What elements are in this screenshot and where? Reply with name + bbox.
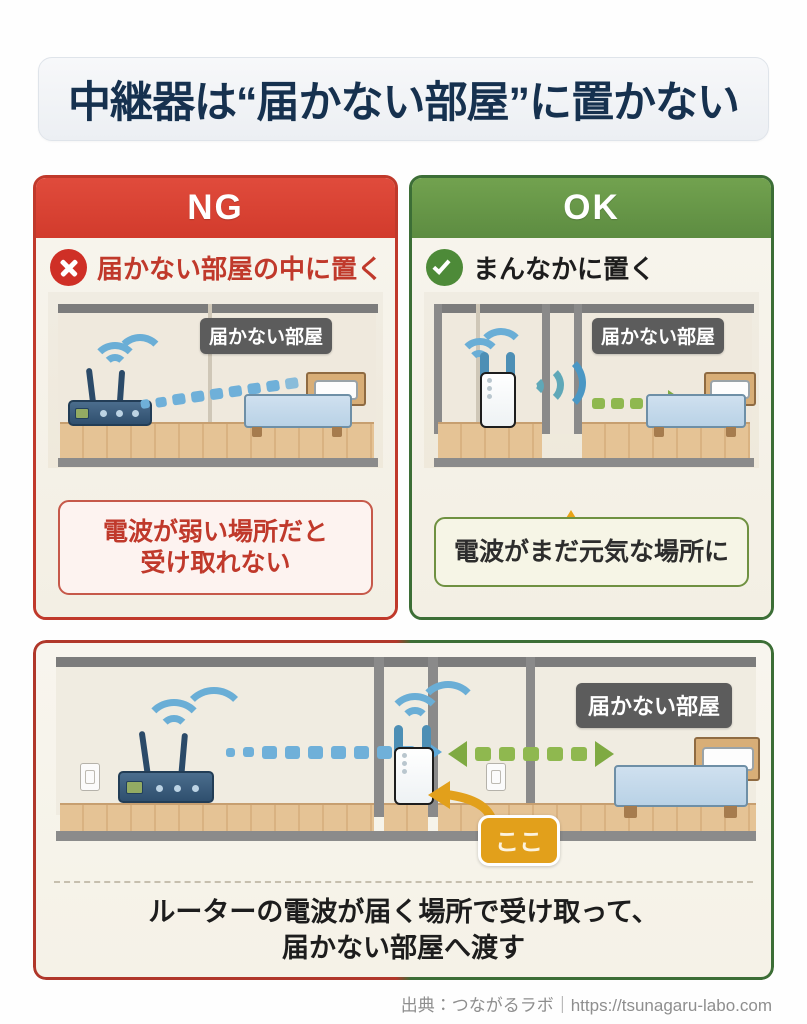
wifi-repeater-device: [476, 352, 522, 428]
check-mark-icon: [426, 249, 463, 286]
source-footer: 出典：つながるラボ｜https://tsunagaru-labo.com: [400, 996, 772, 1015]
ng-panel: NG 届かない部屋の中に置く: [33, 175, 398, 620]
router-device: [118, 730, 218, 803]
bottom-caption-line-2: 届かない部屋へ渡す: [282, 932, 525, 963]
bed-illustration: [244, 372, 368, 438]
ng-caption-line-2: 受け取れない: [140, 548, 291, 577]
ng-panel-body: 届かない部屋の中に置く: [36, 238, 395, 617]
room-label-badge: 届かない部屋: [592, 318, 725, 354]
wifi-waves-icon: [522, 348, 592, 414]
wifi-waves-icon: [446, 324, 526, 380]
room-label-badge: 届かない部屋: [576, 683, 733, 728]
ng-header-label: NG: [187, 188, 244, 227]
wifi-waves-icon: [76, 328, 166, 388]
ng-caption-box: 電波が弱い場所だと 受け取れない: [58, 500, 373, 595]
bed-illustration: [614, 737, 760, 818]
ok-subtitle: まんなかに置く: [473, 254, 656, 284]
ok-subtitle-row: まんなかに置く: [412, 238, 771, 290]
bottom-caption: ルーターの電波が届く場所で受け取って、 届かない部屋へ渡す: [36, 895, 771, 966]
ok-caption-box: 電波がまだ元気な場所に: [434, 517, 749, 587]
bottom-caption-line-1: ルーターの電波が届く場所で受け取って、: [148, 897, 659, 927]
ng-panel-header: NG: [36, 178, 395, 238]
arrow-right-icon: [595, 741, 614, 767]
ok-header-label: OK: [563, 188, 620, 227]
signal-dashes-green-left: [448, 741, 614, 767]
ok-panel-header: OK: [412, 178, 771, 238]
ng-caption-line-1: 電波が弱い場所だと: [102, 518, 328, 546]
ok-panel-body: まんなかに置く: [412, 238, 771, 617]
ng-subtitle: 届かない部屋の中に置く: [97, 254, 384, 284]
wall-outlet-icon: [80, 763, 100, 791]
x-mark-icon: [50, 249, 87, 286]
ng-subtitle-row: 届かない部屋の中に置く: [36, 238, 395, 290]
ng-illustration: 届かない部屋: [48, 292, 383, 468]
bottom-panel-inner: 届かない部屋 ここ ルーターの電波が届く場所で受け取って: [36, 643, 771, 977]
here-badge: ここ: [478, 815, 560, 866]
room-label-badge: 届かない部屋: [200, 318, 333, 354]
page-title-box: 中継器は“届かない部屋”に置かない: [38, 57, 769, 141]
arrow-left-icon: [448, 741, 467, 767]
bottom-panel: 届かない部屋 ここ ルーターの電波が届く場所で受け取って: [33, 640, 774, 980]
ok-caption-line-1: 電波がまだ元気な場所に: [453, 537, 729, 566]
ok-illustration: 届かない部屋: [424, 292, 759, 468]
bottom-illustration: 届かない部屋 ここ: [36, 643, 771, 873]
page-title: 中継器は“届かない部屋”に置かない: [68, 79, 740, 127]
section-divider: [54, 881, 753, 883]
ok-panel: OK まんなかに置く: [409, 175, 774, 620]
bed-illustration: [646, 372, 756, 438]
router-device: [68, 367, 154, 426]
